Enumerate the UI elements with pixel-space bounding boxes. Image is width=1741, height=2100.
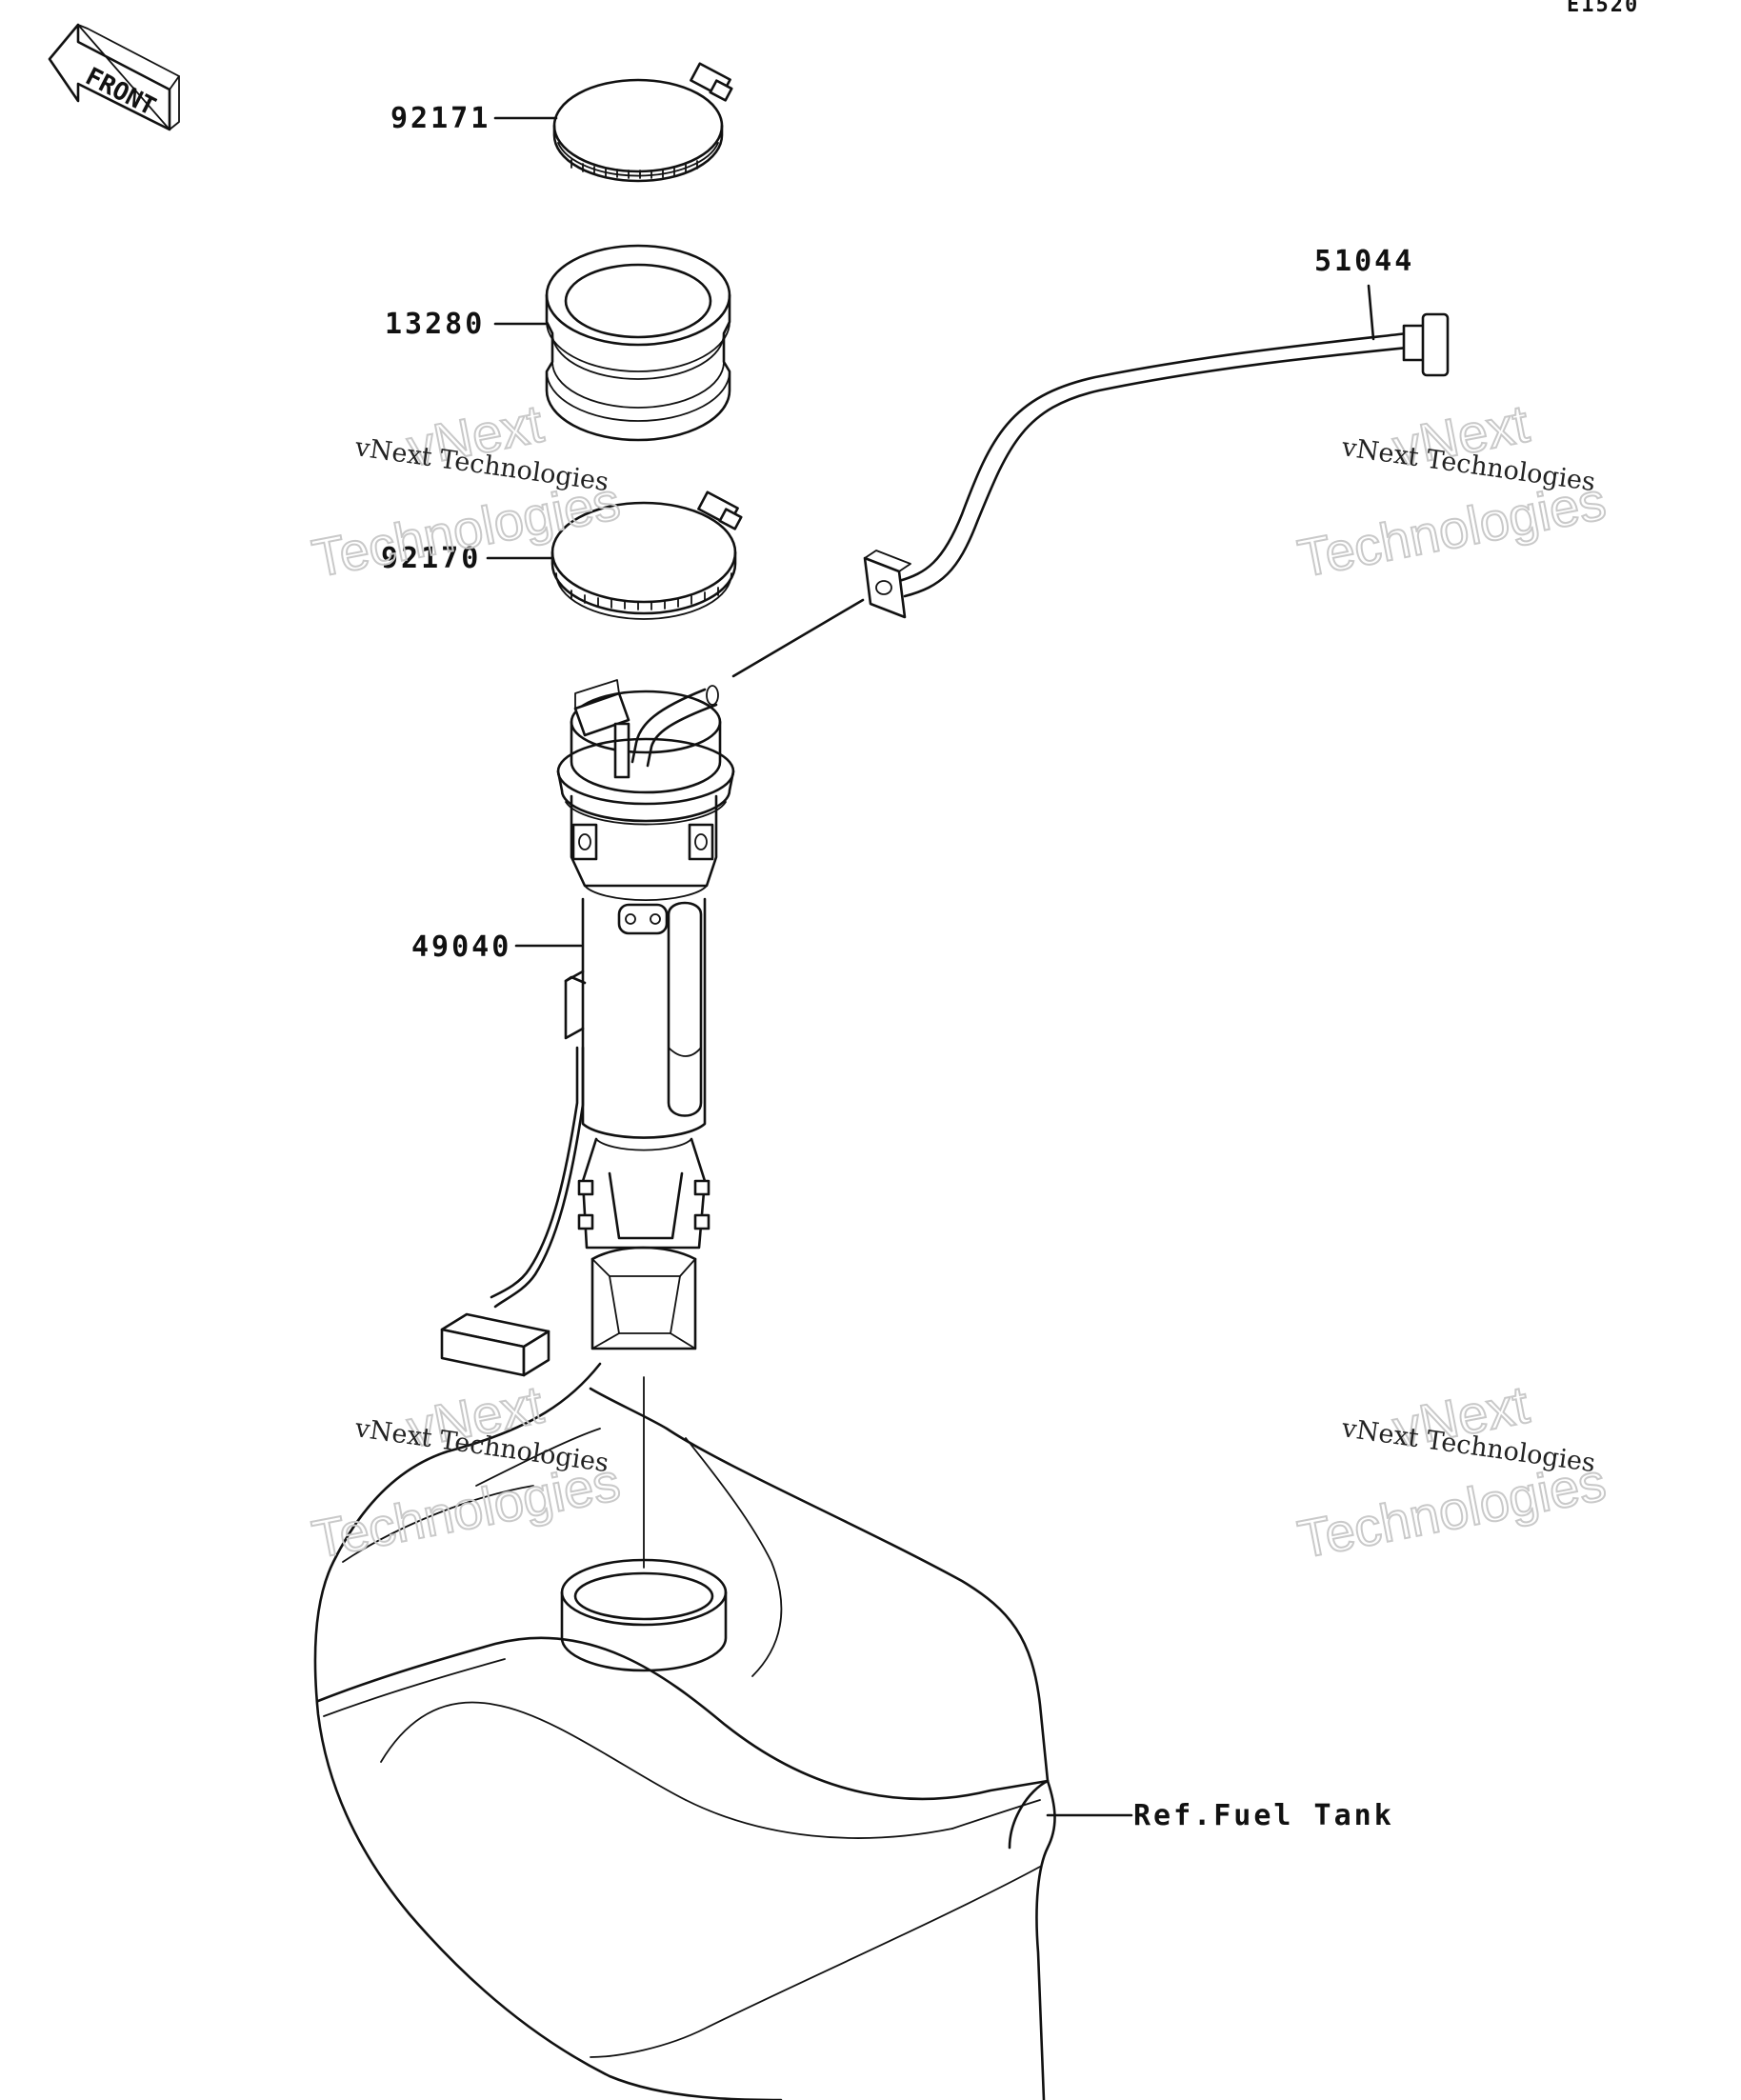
callout-92170: 92170 bbox=[381, 542, 481, 575]
callout-49040: 49040 bbox=[411, 930, 511, 964]
callout-51044: 51044 bbox=[1314, 245, 1414, 278]
watermark-1: Technologies vNext vNext Technologies bbox=[307, 392, 626, 590]
callout-92171: 92171 bbox=[390, 102, 490, 135]
clamp-serrations-lower bbox=[570, 587, 719, 610]
fuel-tank bbox=[313, 1362, 1056, 2100]
watermark-3: Technologies vNext vNext Technologies bbox=[307, 1373, 626, 1570]
ref-fuel-tank-label: Ref.Fuel Tank bbox=[1133, 1799, 1394, 1832]
hose-clamp-upper bbox=[552, 62, 733, 183]
clamp-serrations bbox=[570, 159, 698, 179]
hose-clamp-lower bbox=[550, 490, 743, 620]
watermark-4: Technologies vNext vNext Technologies bbox=[1292, 1373, 1611, 1570]
grommet bbox=[545, 244, 731, 442]
fuel-hose bbox=[863, 312, 1450, 619]
fuel-pump-assembly bbox=[440, 679, 735, 1377]
diagram-code: E1520 bbox=[1567, 0, 1639, 17]
callout-13280: 13280 bbox=[385, 308, 485, 341]
watermark-2: Technologies vNext vNext Technologies bbox=[1292, 392, 1611, 590]
front-arrow-icon: FRONT bbox=[48, 23, 180, 131]
